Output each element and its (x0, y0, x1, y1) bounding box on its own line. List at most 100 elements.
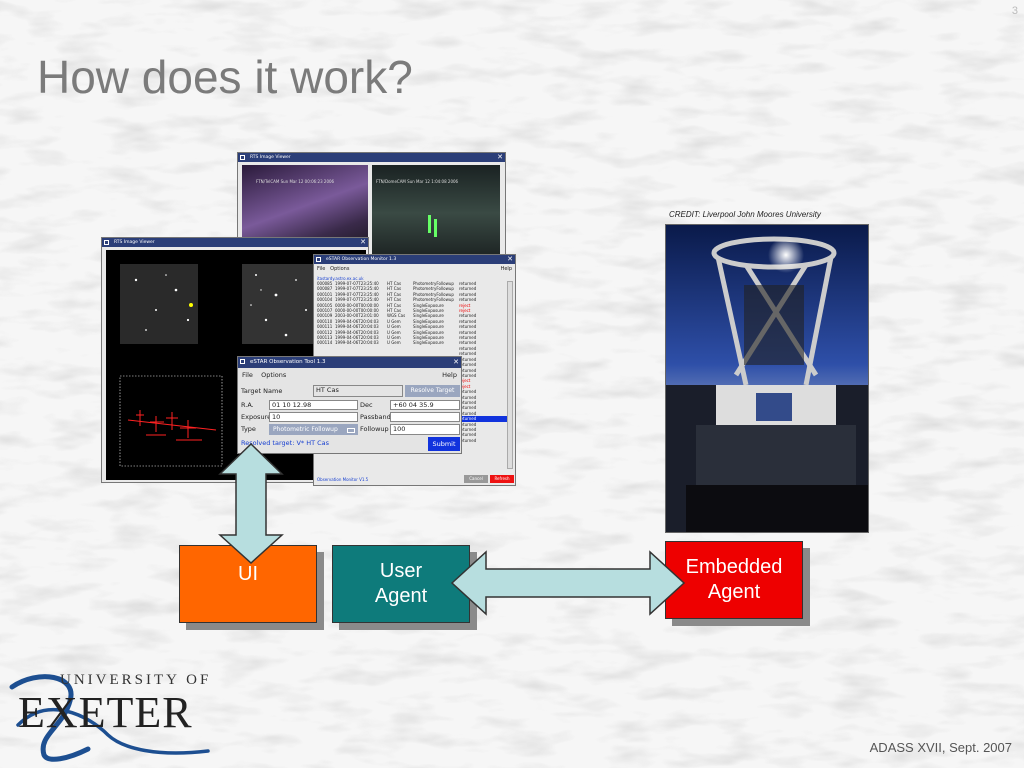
followup-label: Followup (360, 425, 389, 433)
menu-bar: File Options Help (238, 368, 461, 382)
followup-input[interactable]: 100 (390, 424, 460, 435)
window-titlebar[interactable]: RTS Image Viewer ✕ (238, 153, 505, 162)
window-titlebar[interactable]: eSTAR Observation Tool 1.3 ✕ (238, 357, 461, 368)
status-cell: reject (459, 302, 471, 308)
exposure-label: Exposure (241, 413, 272, 421)
close-icon[interactable]: ✕ (360, 238, 366, 246)
type-select-value: Photometric Followup (273, 426, 338, 433)
window-title: RTS Image Viewer (250, 155, 291, 160)
status-cell: returned (459, 345, 477, 351)
domecam-caption: FTN/DomeCAM Sun Mar 12 1:04:08 2006 (376, 179, 459, 184)
refresh-button[interactable]: Refresh (490, 475, 514, 483)
slide-number: 3 (1011, 5, 1018, 17)
embedded-agent-label: Embedded Agent (685, 556, 783, 603)
logo-line2: EXETER (18, 688, 193, 737)
table-cell: 1999-04-06T20:04:03 (335, 340, 379, 346)
table-cell: 0000-00-00T00:00:00 (335, 308, 379, 314)
status-cell: reject (459, 308, 471, 314)
table-cell: SingleExposure (413, 302, 444, 308)
menu-file[interactable]: File (317, 266, 326, 272)
status-cell: returned (459, 297, 477, 303)
table-cell: 1999-04-06T20:04:03 (335, 329, 379, 335)
embedded-agent-box: Embedded Agent (665, 541, 803, 619)
table-cell: 000104 (317, 297, 333, 303)
menu-help[interactable]: Help (442, 371, 457, 379)
status-cell: returned (459, 399, 477, 405)
table-cell: HT Cas (387, 302, 402, 308)
table-cell: SingleExposure (413, 340, 444, 346)
status-cell: returned (459, 389, 477, 395)
table-cell: SingleExposure (413, 324, 444, 330)
resolve-target-button[interactable]: Resolve Target (405, 385, 460, 397)
status-cell: returned (459, 335, 477, 341)
observation-tool-window: eSTAR Observation Tool 1.3 ✕ File Option… (237, 356, 462, 454)
passband-input[interactable] (390, 412, 460, 422)
table-cell: 1999-07-07T23:25:40 (335, 297, 379, 303)
user-agent-box: User Agent (332, 545, 470, 623)
scrollbar[interactable] (507, 281, 513, 469)
table-cell: 1999-04-06T20:04:03 (335, 318, 379, 324)
table-cell: SingleExposure (413, 313, 444, 319)
ui-box: UI (179, 545, 317, 623)
logo-swoosh-front (16, 707, 210, 755)
table-cell: 000087 (317, 286, 333, 292)
status-cell: returned (459, 340, 477, 346)
dropdown-icon (347, 428, 355, 433)
type-select[interactable]: Photometric Followup (269, 424, 358, 435)
window-menu-icon[interactable] (240, 359, 245, 364)
status-cell: returned (459, 318, 477, 324)
menu-options[interactable]: Options (330, 266, 350, 272)
table-cell: HT Cas (387, 291, 402, 297)
table-cell: 000107 (317, 308, 333, 314)
status-cell: returned (459, 351, 477, 357)
telescope-illustration (666, 225, 868, 532)
table-cell: U Gem (387, 340, 401, 346)
status-cell: returned (459, 432, 477, 438)
window-titlebar[interactable]: eSTAR Observation Monitor 1.3 ✕ (314, 255, 515, 264)
domecam-image: FTN/DomeCAM Sun Mar 12 1:04:08 2006 (372, 165, 500, 261)
menu-help[interactable]: Help (500, 266, 512, 272)
close-icon[interactable]: ✕ (507, 255, 513, 263)
window-menu-icon[interactable] (240, 155, 245, 160)
menu-options[interactable]: Options (261, 371, 287, 379)
dec-input[interactable]: +60 04 35.9 (390, 400, 460, 410)
table-cell: PhotometryFollowup (413, 297, 454, 303)
table-cell: 000101 (317, 291, 333, 297)
exposure-input[interactable]: 10 (269, 412, 358, 422)
status-cell: returned (459, 313, 477, 319)
status-cell: returned (459, 394, 477, 400)
menu-file[interactable]: File (242, 371, 253, 379)
ra-input[interactable]: 01 10 12.98 (269, 400, 358, 410)
close-icon[interactable]: ✕ (497, 153, 503, 161)
monitor-status-text: Observation Monitor V1.5 (317, 477, 369, 482)
table-cell: 1999-07-07T23:25:40 (335, 286, 379, 292)
telcam-caption: FTN/TelCAM Sun Mar 12 00:06:23 2006 (256, 179, 335, 184)
window-title: RTS Image Viewer (114, 240, 155, 245)
window-titlebar[interactable]: RTS Image Viewer ✕ (102, 238, 368, 247)
status-cell: returned (459, 372, 477, 378)
target-name-input[interactable]: HT Cas (313, 385, 403, 397)
table-cell: 000110 (317, 318, 333, 324)
target-name-label: Target Name (241, 387, 283, 395)
close-icon[interactable]: ✕ (453, 358, 459, 366)
submit-button[interactable]: Submit (428, 437, 460, 451)
window-menu-icon[interactable] (104, 240, 109, 245)
table-cell: 000112 (317, 329, 333, 335)
cancel-button[interactable]: Cancel (464, 475, 488, 483)
window-menu-icon[interactable] (316, 257, 321, 262)
status-cell: returned (459, 356, 477, 362)
logo-line1: UNIVERSITY OF (60, 672, 211, 688)
